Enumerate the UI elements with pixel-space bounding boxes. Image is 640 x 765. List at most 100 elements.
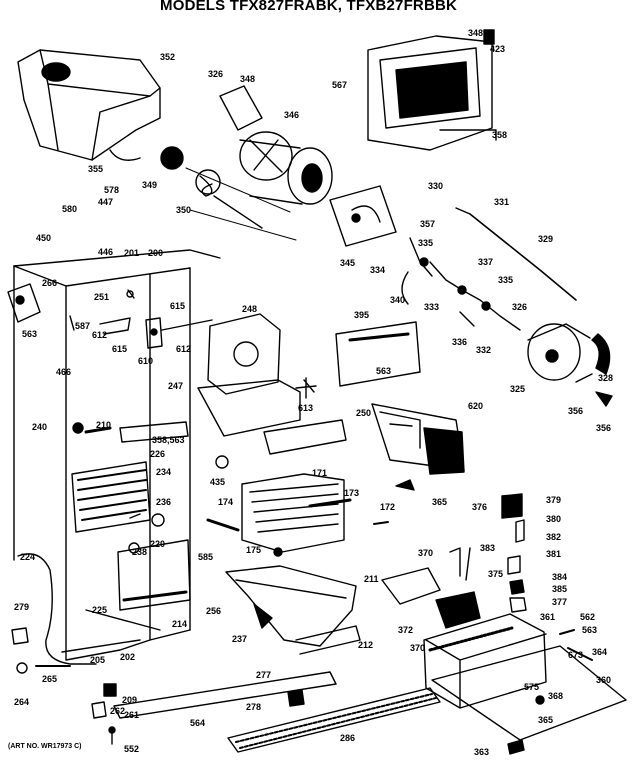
part-label-615: 615 — [170, 301, 185, 311]
part-label-326: 326 — [512, 302, 527, 312]
part-label-340: 340 — [390, 295, 405, 305]
valve-electrical-drawing — [381, 493, 527, 629]
part-label-220: 220 — [150, 539, 165, 549]
part-label-385: 385 — [552, 584, 567, 594]
diagram-title: MODELS TFX827FRABK, TFXB27FRBBK — [160, 0, 458, 14]
part-label-620: 620 — [468, 401, 483, 411]
part-label-466: 466 — [56, 367, 71, 377]
grille-drawing — [227, 687, 441, 753]
evaporator-drawing — [71, 421, 189, 533]
auger-assembly-drawing — [160, 85, 333, 241]
part-label-585: 585 — [198, 552, 213, 562]
fan-housing-drawing — [197, 313, 347, 455]
part-label-173: 173 — [344, 488, 359, 498]
part-label-358: 358 — [492, 130, 507, 140]
part-label-350: 350 — [176, 205, 191, 215]
part-label-383: 383 — [480, 543, 495, 553]
ice-bucket-drawing — [17, 49, 161, 161]
part-label-226: 226 — [150, 449, 165, 459]
part-label-209: 209 — [122, 695, 137, 705]
part-label-423: 423 — [490, 44, 505, 54]
part-label-200: 200 — [148, 248, 163, 258]
part-label-212: 212 — [358, 640, 373, 650]
part-label-365: 365 — [432, 497, 447, 507]
part-label-325: 325 — [510, 384, 525, 394]
part-label-612: 612 — [176, 344, 191, 354]
part-label-214: 214 — [172, 619, 187, 629]
drive-bracket-drawing — [329, 185, 577, 331]
part-label-447: 447 — [98, 197, 113, 207]
part-label-225: 225 — [92, 605, 107, 615]
part-label-370: 370 — [410, 643, 425, 653]
part-label-240: 240 — [32, 422, 47, 432]
control-box-drawing — [423, 613, 627, 755]
part-label-248: 248 — [242, 304, 257, 314]
part-label-613: 613 — [298, 403, 313, 413]
part-label-612: 612 — [92, 330, 107, 340]
part-label-580: 580 — [62, 204, 77, 214]
part-label-356: 356 — [568, 406, 583, 416]
part-label-266: 266 — [42, 278, 57, 288]
part-label-563: 563 — [376, 366, 391, 376]
part-label-552: 552 — [124, 744, 139, 754]
part-label-562: 562 — [580, 612, 595, 622]
ice-maker-drawing — [371, 403, 465, 491]
part-label-237: 237 — [232, 634, 247, 644]
part-label-380: 380 — [546, 514, 561, 524]
part-label-238: 238 — [132, 547, 147, 557]
part-label-331: 331 — [494, 197, 509, 207]
part-label-349: 349 — [142, 180, 157, 190]
water-line-drawing — [11, 553, 161, 674]
ice-bin-drawing — [225, 565, 361, 655]
cabinet-frame-drawing — [13, 249, 221, 661]
part-label-446: 446 — [98, 247, 113, 257]
part-label-357: 357 — [420, 219, 435, 229]
part-label-251: 251 — [94, 292, 109, 302]
part-label-365: 365 — [538, 715, 553, 725]
part-label-356: 356 — [596, 423, 611, 433]
motor-drawing — [527, 323, 613, 407]
part-label-563: 563 — [22, 329, 37, 339]
part-label-335: 335 — [418, 238, 433, 248]
dispenser-panel-drawing — [367, 29, 497, 151]
part-label-236: 236 — [156, 497, 171, 507]
hardware-drawing — [91, 683, 117, 745]
part-label-175: 175 — [246, 545, 261, 555]
part-label-352: 352 — [160, 52, 175, 62]
part-label-364: 364 — [592, 647, 607, 657]
part-label-564: 564 — [190, 718, 205, 728]
part-label-330: 330 — [428, 181, 443, 191]
part-label-262: 262 — [110, 706, 125, 716]
part-label-174: 174 — [218, 497, 233, 507]
drain-panel-drawing — [117, 539, 191, 611]
part-label-363: 363 — [474, 747, 489, 757]
part-label-337: 337 — [478, 257, 493, 267]
part-label-171: 171 — [312, 468, 327, 478]
part-label-278: 278 — [246, 702, 261, 712]
part-label-379: 379 — [546, 495, 561, 505]
part-label-202: 202 — [120, 652, 135, 662]
part-label-224: 224 — [20, 552, 35, 562]
part-label-381: 381 — [546, 549, 561, 559]
part-label-450: 450 — [36, 233, 51, 243]
part-label-250: 250 — [356, 408, 371, 418]
part-label-348: 348 — [240, 74, 255, 84]
part-label-335: 335 — [498, 275, 513, 285]
cover-plate-drawing — [335, 321, 421, 387]
part-label-395: 395 — [354, 310, 369, 320]
slide-rail-drawing — [113, 671, 337, 719]
part-label-384: 384 — [552, 572, 567, 582]
part-label-372: 372 — [398, 625, 413, 635]
part-label-265: 265 — [42, 674, 57, 684]
part-label-377: 377 — [552, 597, 567, 607]
part-label-205: 205 — [90, 655, 105, 665]
part-label-376: 376 — [472, 502, 487, 512]
part-label-333: 333 — [424, 302, 439, 312]
part-label-328: 328 — [598, 373, 613, 383]
part-label-563: 563 — [582, 625, 597, 635]
part-label-615: 615 — [112, 344, 127, 354]
part-label-360: 360 — [596, 675, 611, 685]
